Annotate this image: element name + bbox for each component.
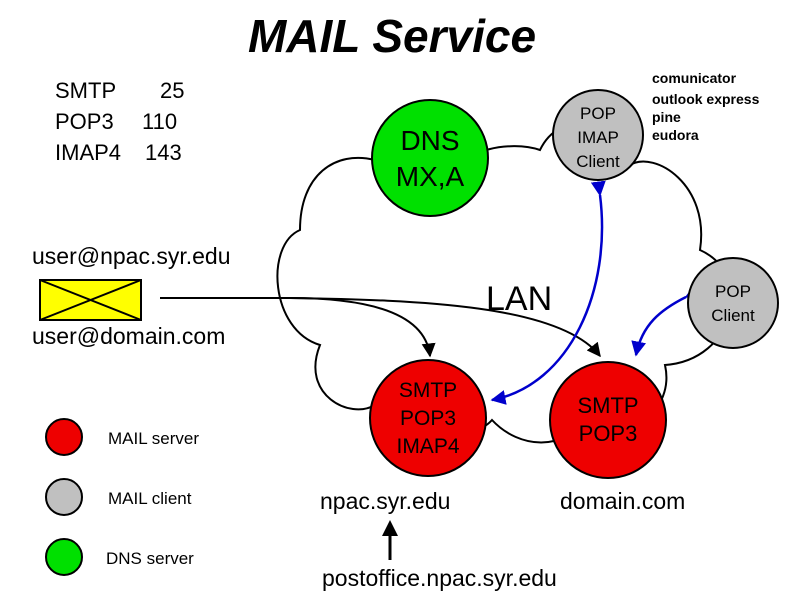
legend-swatch-mail-client: [45, 478, 83, 516]
npac-mail-server-node: SMTP POP3 IMAP4: [369, 359, 487, 477]
legend: MAIL server MAIL client DNS server: [45, 418, 199, 576]
domain-label-domain: domain.com: [560, 488, 685, 514]
lan-label: LAN: [486, 280, 552, 318]
node-label: DNS: [400, 125, 459, 156]
port-number: 25: [160, 78, 184, 103]
node-label: IMAP: [577, 128, 619, 147]
client-software-item: eudora: [652, 127, 699, 143]
pop-imap-client-node: POP IMAP Client: [552, 89, 644, 181]
postoffice-label: postoffice.npac.syr.edu: [322, 565, 557, 591]
client-software-item: comunicator: [652, 70, 737, 86]
domain-mail-server-node: SMTP POP3: [549, 361, 667, 479]
node-label: POP3: [579, 421, 638, 446]
address-npac: user@npac.syr.edu: [32, 243, 231, 269]
legend-label: DNS server: [106, 549, 194, 568]
mail-client-circle: [687, 257, 779, 349]
mail-client-circle: [552, 89, 644, 181]
client-software-item: outlook express: [652, 91, 760, 107]
node-label: IMAP4: [396, 435, 459, 458]
postoffice-arrow: [382, 520, 398, 560]
page-title: MAIL Service: [248, 10, 536, 62]
dns-server-circle: [371, 99, 489, 217]
legend-label: MAIL client: [108, 489, 192, 508]
node-label: SMTP: [399, 379, 457, 402]
legend-swatch-dns-server: [45, 538, 83, 576]
node-label: POP: [580, 104, 616, 123]
node-label: Client: [711, 306, 755, 325]
legend-label: MAIL server: [108, 429, 199, 448]
node-label: MX,A: [396, 161, 465, 192]
client-software-item: pine: [652, 109, 681, 125]
client-access-arrows: [490, 180, 702, 405]
node-label: Client: [576, 152, 620, 171]
dns-server-node: DNS MX,A: [371, 99, 489, 217]
address-domain: user@domain.com: [32, 323, 225, 349]
port-protocol: IMAP4: [55, 140, 121, 165]
node-label: SMTP: [577, 393, 638, 418]
node-label: POP: [715, 282, 751, 301]
port-list: SMTP 25 POP3 110 IMAP4 143: [55, 78, 184, 165]
domain-label-npac: npac.syr.edu: [320, 488, 450, 514]
port-number: 143: [145, 140, 182, 165]
client-software-list: comunicator outlook express pine eudora: [652, 70, 760, 143]
port-protocol: SMTP: [55, 78, 116, 103]
envelope-icon: [39, 279, 142, 321]
port-protocol: POP3: [55, 109, 114, 134]
mail-server-circle: [369, 359, 487, 477]
mail-server-circle: [549, 361, 667, 479]
node-label: POP3: [400, 407, 456, 430]
legend-swatch-mail-server: [45, 418, 83, 456]
pop-client-node: POP Client: [687, 257, 779, 349]
port-number: 110: [142, 109, 177, 134]
